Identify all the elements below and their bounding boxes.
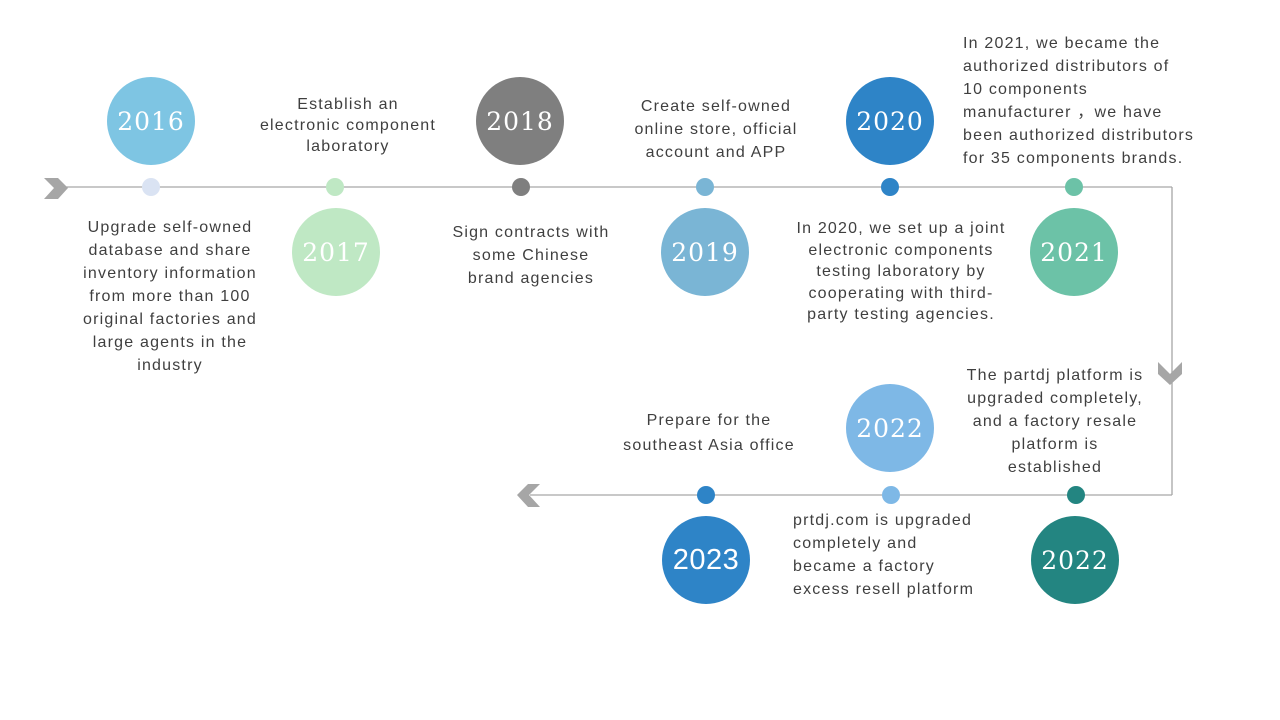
milestone-text-2019: Create self-owned online store, official… (634, 98, 798, 161)
milestone-text-2017: Establish an electronic component labora… (259, 96, 437, 155)
year-circle-2023: 2023 (662, 516, 750, 604)
year-circle-2017: 2017 (292, 208, 380, 296)
timeline-dot-2020 (881, 178, 899, 196)
timeline-dot-2023 (697, 486, 715, 504)
milestone-text-2021: In 2021, we became the authorized distri… (963, 35, 1195, 167)
year-circle-2022-a: 2022 (1031, 516, 1119, 604)
year-circle-2022-b: 2022 (846, 384, 934, 472)
down-chevron-icon (1158, 362, 1182, 385)
year-circle-2016: 2016 (107, 77, 195, 165)
milestone-text-2022-b: prtdj.com is upgraded completely and bec… (793, 512, 975, 598)
milestone-text-2022-a: The partdj platform is upgraded complete… (966, 367, 1144, 476)
timeline-dot-2022-b (882, 486, 900, 504)
end-chevron-icon (517, 484, 540, 507)
milestone-text-2020: In 2020, we set up a joint electronic co… (796, 220, 1006, 323)
milestone-text-2023: Prepare for the southeast Asia office (623, 412, 795, 454)
timeline-dot-2021 (1065, 178, 1083, 196)
year-circle-2018: 2018 (476, 77, 564, 165)
milestone-text-2016: Upgrade self-owned database and share in… (82, 219, 258, 374)
year-circle-2019: 2019 (661, 208, 749, 296)
timeline-dot-2022-a (1067, 486, 1085, 504)
timeline-dot-2019 (696, 178, 714, 196)
timeline-dot-2018 (512, 178, 530, 196)
timeline-dot-2017 (326, 178, 344, 196)
milestone-text-2018: Sign contracts with some Chinese brand a… (452, 224, 610, 287)
start-chevron-icon (44, 178, 68, 199)
year-circle-2020: 2020 (846, 77, 934, 165)
timeline-dot-2016 (142, 178, 160, 196)
year-circle-2021: 2021 (1030, 208, 1118, 296)
